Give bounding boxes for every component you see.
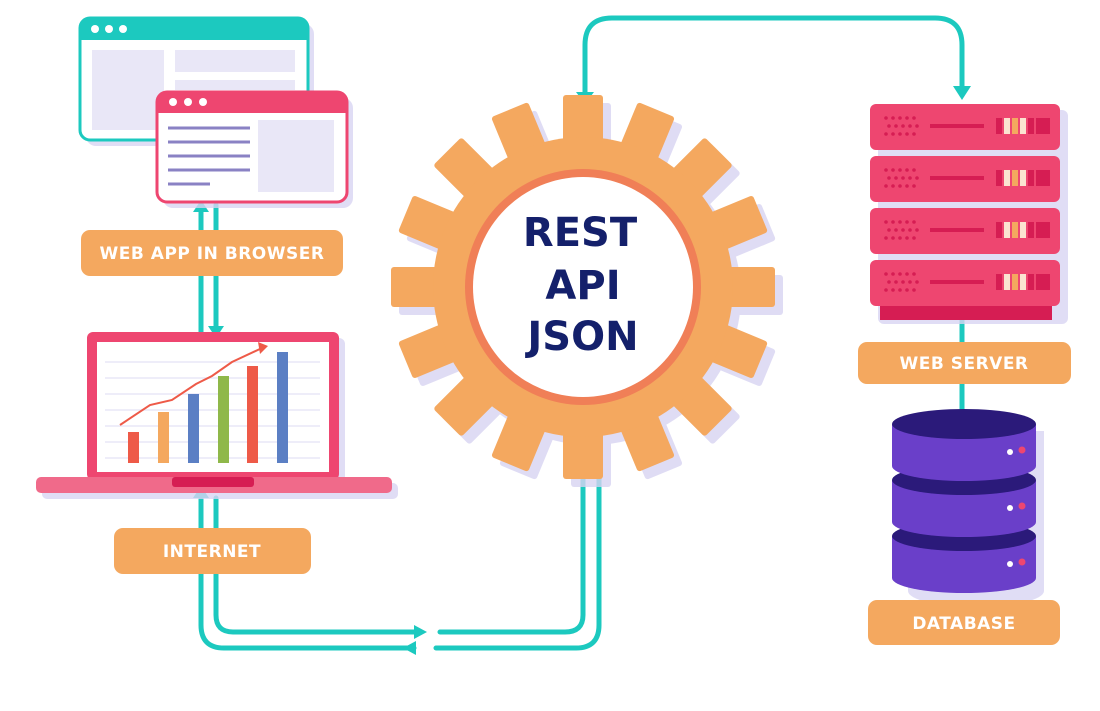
server-unit [870, 260, 1060, 306]
label-pill-web-server: WEB SERVER [858, 342, 1071, 384]
connector-internet-gear-inner [213, 571, 423, 635]
chart-bar-2 [158, 412, 169, 463]
arrow-left-icon [403, 641, 416, 655]
arrow-server-icon [953, 86, 971, 100]
gear-text-api: API [545, 263, 620, 309]
gear-text-json: JSON [524, 314, 638, 360]
server-unit [870, 104, 1060, 150]
chart-bar-3 [188, 394, 199, 463]
label-pill-database: DATABASE [868, 600, 1060, 645]
chart-bar-1 [128, 432, 139, 463]
label-web-app-text: WEB APP IN BROWSER [100, 244, 325, 264]
server-unit [870, 208, 1060, 254]
chart-bar-5 [247, 366, 258, 463]
label-pill-internet: INTERNET [114, 528, 311, 574]
connector-internet-gear-outer-b [433, 475, 602, 651]
connector-internet-gear-inner-b [437, 475, 586, 635]
gear-group: REST API JSON [391, 95, 783, 487]
laptop-group [36, 332, 398, 499]
connector-internet-gear-outer [198, 571, 417, 651]
browser-windows-group [78, 16, 353, 208]
trend-arrow-icon [258, 342, 268, 354]
arrow-right-icon [414, 625, 427, 639]
label-web-server-text: WEB SERVER [899, 354, 1028, 374]
database-disk [892, 409, 1036, 481]
server-stand [880, 306, 1052, 320]
chart-trend-line [119, 347, 263, 426]
connector-gear-to-server [582, 15, 965, 101]
server-group [870, 104, 1068, 324]
chart-bar-4 [218, 376, 229, 463]
connector-lines [198, 15, 965, 651]
database-group [892, 409, 1044, 607]
label-database-text: DATABASE [912, 614, 1015, 634]
chart-bar-6 [277, 352, 288, 463]
label-internet-text: INTERNET [163, 542, 261, 562]
gear-text-rest: REST [523, 210, 638, 256]
label-pill-web-app: WEB APP IN BROWSER [81, 230, 343, 276]
server-unit [870, 156, 1060, 202]
gear-center [473, 177, 693, 397]
